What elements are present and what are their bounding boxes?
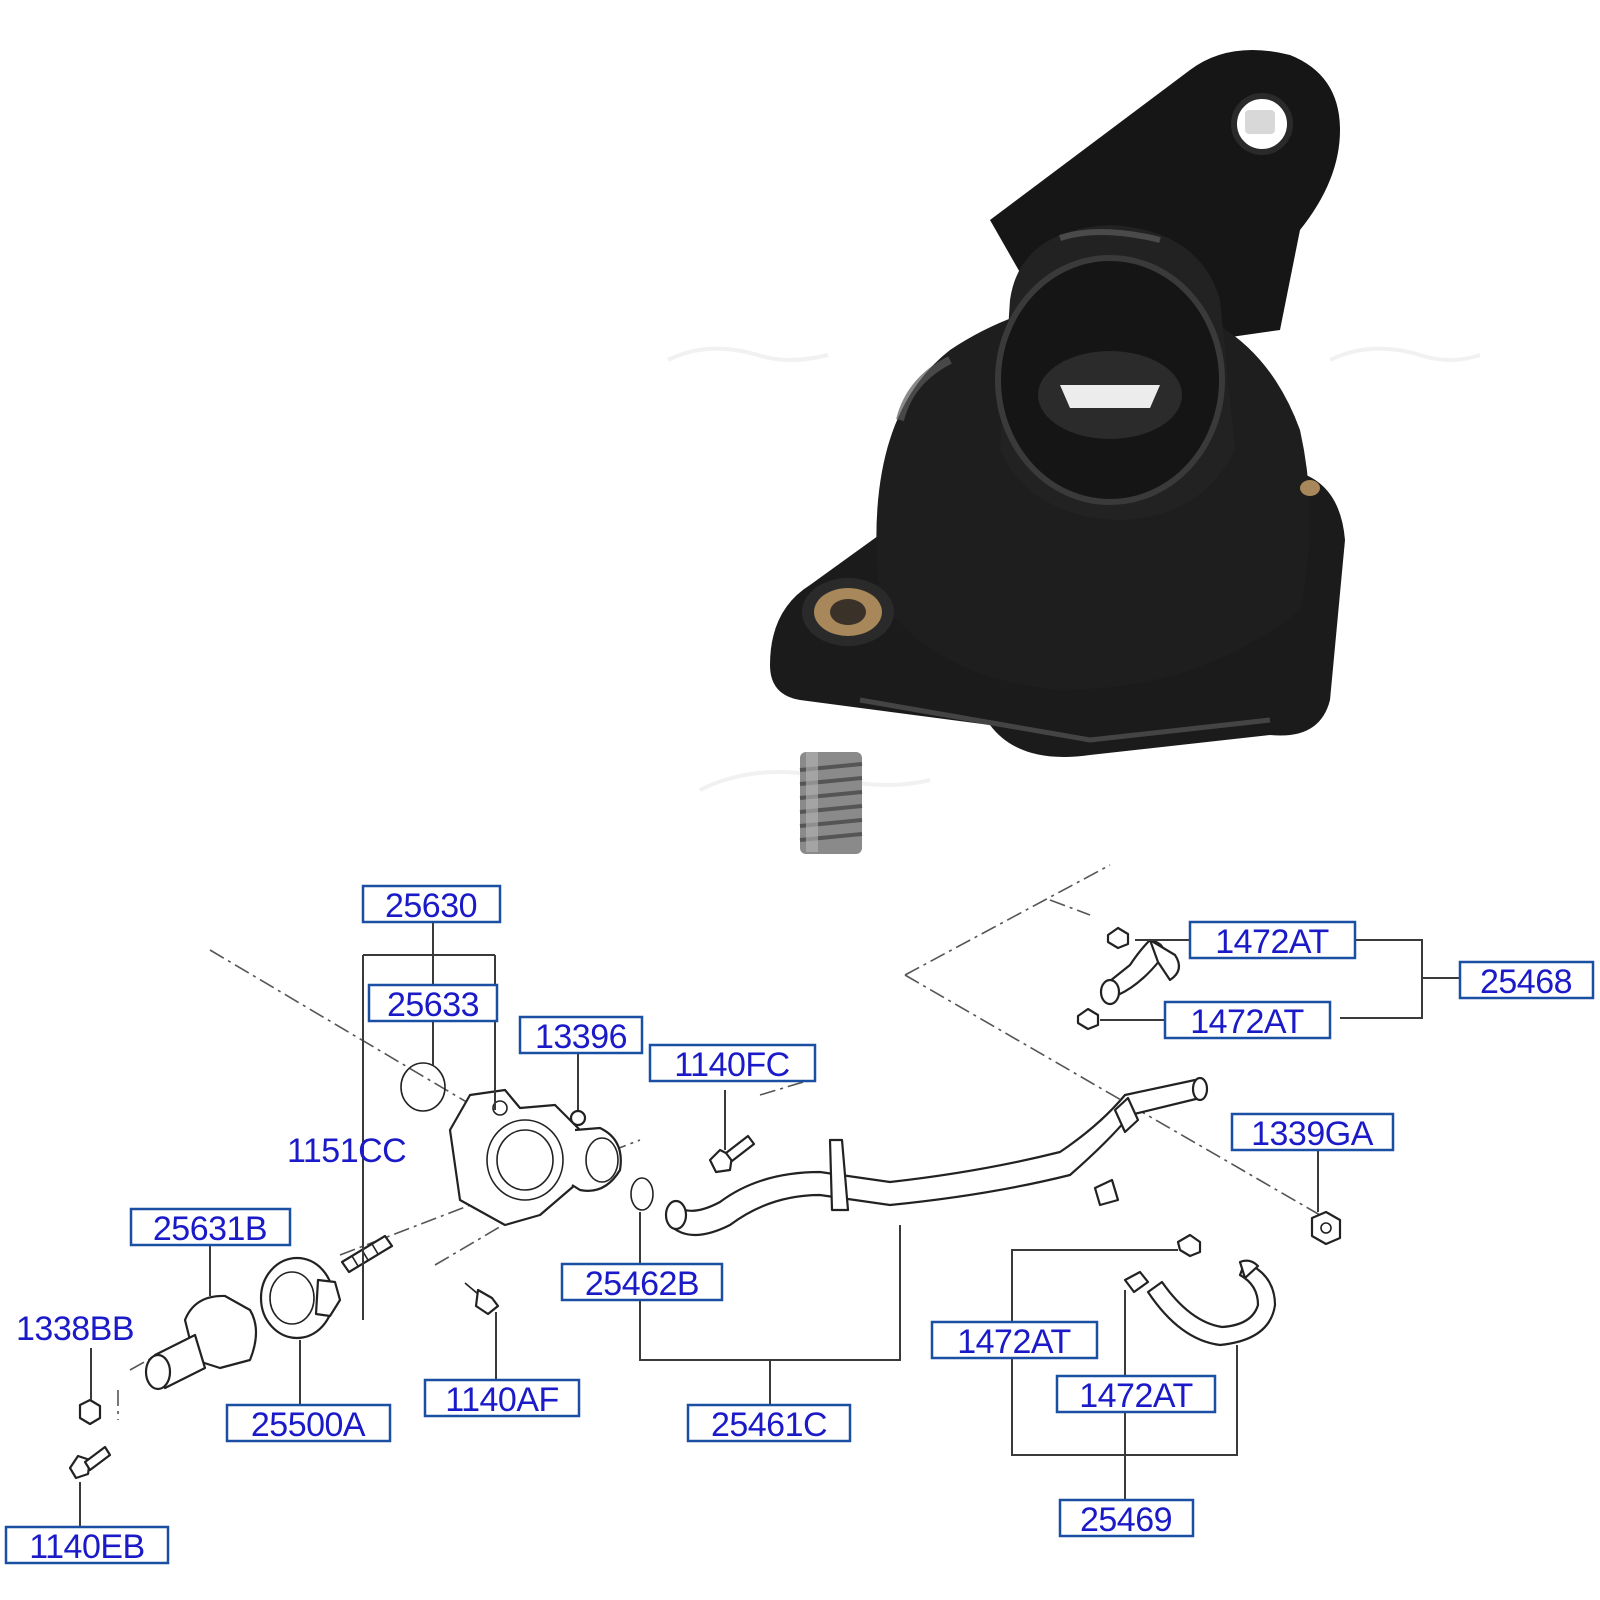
- housing-bolt-stud: [799, 752, 863, 854]
- part-labels: 25630 25633 13396 1140FC 1151CC 25631B 1…: [4, 884, 1595, 1566]
- part-label-13396[interactable]: 13396: [518, 1015, 644, 1056]
- part-label-25631b[interactable]: 25631B: [129, 1207, 292, 1248]
- svg-text:1338BB: 1338BB: [16, 1310, 134, 1348]
- hose-icon: [1146, 1259, 1277, 1347]
- part-label-25500a[interactable]: 25500A: [225, 1403, 392, 1444]
- hose-clamp-icon: [1123, 1270, 1150, 1294]
- nut-icon: [1310, 1210, 1342, 1246]
- svg-text:25630: 25630: [385, 887, 477, 925]
- svg-text:1140AF: 1140AF: [445, 1381, 559, 1419]
- svg-text:25461C: 25461C: [711, 1406, 827, 1444]
- parts-line-drawing: [68, 864, 1460, 1527]
- stud-icon: [340, 1234, 394, 1274]
- hose-clamp-icon: [1076, 1007, 1100, 1031]
- hose-clamp-icon: [1106, 926, 1130, 950]
- bolt-icon: [569, 1109, 587, 1127]
- svg-text:25468: 25468: [1480, 963, 1572, 1001]
- svg-text:25469: 25469: [1080, 1501, 1172, 1539]
- bolt-icon: [464, 1282, 500, 1316]
- housing-outlet-neck: [995, 225, 1235, 520]
- svg-text:1472AT: 1472AT: [1190, 1003, 1304, 1041]
- part-label-1140eb[interactable]: 1140EB: [4, 1525, 170, 1566]
- hose-clamp-icon: [1176, 1233, 1202, 1258]
- svg-text:25462B: 25462B: [585, 1265, 699, 1303]
- part-label-1151cc[interactable]: 1151CC: [287, 1132, 407, 1170]
- leader-lines: [79, 922, 1460, 1527]
- part-label-1339ga[interactable]: 1339GA: [1230, 1112, 1395, 1153]
- svg-text:1140EB: 1140EB: [29, 1528, 144, 1566]
- svg-text:25500A: 25500A: [251, 1406, 366, 1444]
- part-label-1140fc[interactable]: 1140FC: [648, 1043, 817, 1084]
- water-pipe-icon: [664, 1076, 1209, 1236]
- o-ring-icon: [400, 1062, 446, 1112]
- housing-line-art: [448, 1088, 622, 1227]
- svg-text:25631B: 25631B: [153, 1210, 267, 1248]
- part-label-1140af[interactable]: 1140AF: [423, 1378, 581, 1419]
- part-label-25461c[interactable]: 25461C: [686, 1403, 852, 1444]
- part-label-1472at-second[interactable]: 1472AT: [1163, 1000, 1332, 1041]
- svg-text:1472AT: 1472AT: [1215, 923, 1329, 961]
- svg-text:1339GA: 1339GA: [1251, 1115, 1374, 1153]
- part-label-25462b[interactable]: 25462B: [560, 1262, 724, 1303]
- part-label-1472at-third[interactable]: 1472AT: [930, 1320, 1099, 1361]
- svg-text:1151CC: 1151CC: [287, 1132, 406, 1170]
- svg-text:1472AT: 1472AT: [957, 1323, 1071, 1361]
- svg-text:13396: 13396: [535, 1018, 627, 1056]
- part-label-25630[interactable]: 25630: [361, 884, 502, 925]
- thermostat-icon: [259, 1256, 342, 1340]
- part-label-1472at-upper[interactable]: 1472AT: [1188, 920, 1357, 961]
- bolt-icon: [708, 1134, 756, 1174]
- svg-text:1140FC: 1140FC: [674, 1046, 789, 1084]
- part-label-1338bb[interactable]: 1338BB: [16, 1310, 135, 1348]
- nut-icon: [78, 1398, 102, 1426]
- inlet-fitting-icon: [144, 1294, 258, 1391]
- part-label-1472at-fourth[interactable]: 1472AT: [1055, 1374, 1217, 1415]
- o-ring-icon: [630, 1177, 654, 1211]
- thermostat-housing-photo: [667, 50, 1481, 854]
- part-label-25633[interactable]: 25633: [367, 983, 499, 1024]
- part-label-25469[interactable]: 25469: [1058, 1498, 1195, 1539]
- hose-icon: [1099, 938, 1181, 1006]
- svg-text:1472AT: 1472AT: [1079, 1377, 1193, 1415]
- brass-insert-icon: [802, 578, 894, 646]
- part-label-25468[interactable]: 25468: [1458, 960, 1595, 1001]
- svg-text:25633: 25633: [387, 986, 479, 1024]
- bolt-icon: [68, 1445, 112, 1480]
